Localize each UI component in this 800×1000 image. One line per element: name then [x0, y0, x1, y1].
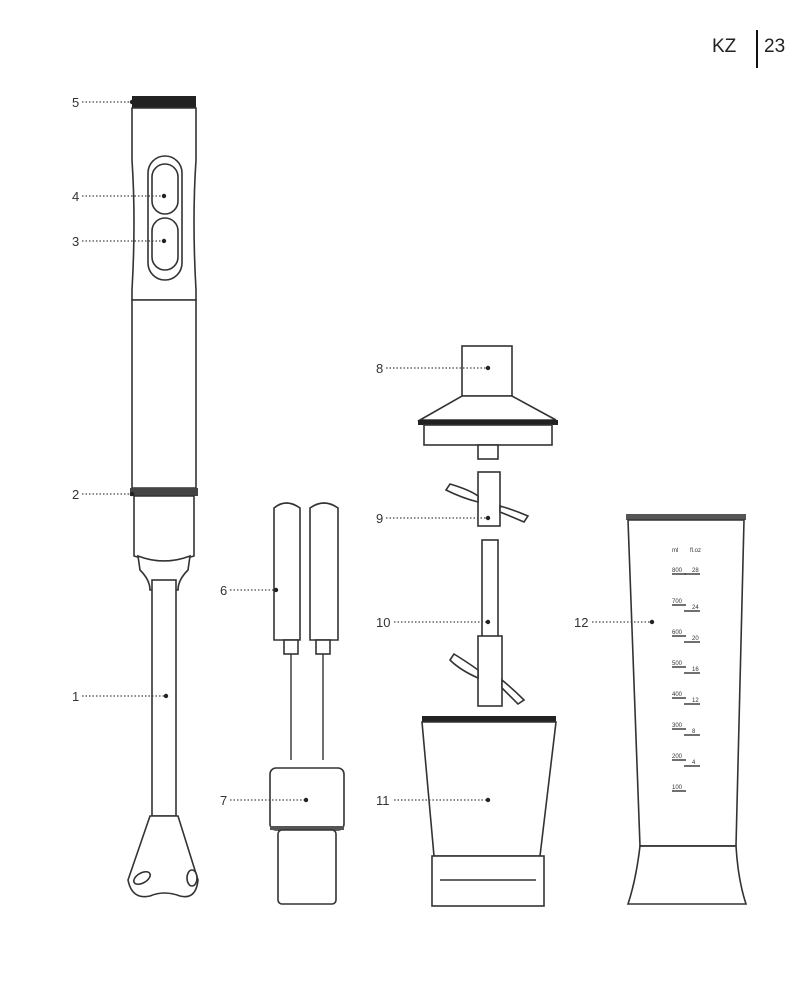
turbo-button-3: [151, 217, 179, 271]
callout-10: 10: [376, 615, 390, 630]
oz-mark: 4: [692, 760, 696, 766]
ice-crusher-blade: [448, 539, 526, 707]
ml-mark: 100: [672, 785, 683, 791]
callout-12: 12: [574, 615, 588, 630]
blender-shaft: [127, 579, 199, 898]
measuring-beaker: ml fl.oz 800 700 600 500 400 300 200 100 28 24 20 1…: [626, 514, 748, 905]
whisk-gearbox: [269, 767, 345, 905]
callout-7: 7: [220, 793, 227, 808]
whisk-attachments: [273, 502, 339, 760]
callout-dot: [273, 587, 279, 593]
unit-oz: fl.oz: [690, 548, 701, 554]
ml-mark: 800: [672, 568, 683, 574]
callout-6: 6: [220, 583, 227, 598]
ml-mark: 600: [672, 630, 683, 636]
top-cap: [132, 96, 196, 108]
callout-dot: [485, 515, 491, 521]
oz-mark: 12: [692, 698, 699, 704]
ml-mark: 300: [672, 723, 683, 729]
oz-mark: 8: [692, 729, 696, 735]
callout-dot: [485, 365, 491, 371]
callout-dot: [485, 797, 491, 803]
unit-ml: ml: [672, 548, 678, 554]
callout-11: 11: [376, 793, 390, 808]
ml-mark: 700: [672, 599, 683, 605]
callout-dot: [129, 491, 135, 497]
callout-dot: [163, 693, 169, 699]
callout-dot: [161, 238, 167, 244]
oz-mark: 20: [692, 636, 699, 642]
language-code: KZ: [712, 36, 737, 57]
ml-mark: 400: [672, 692, 683, 698]
callout-dot: [161, 193, 167, 199]
callout-8: 8: [376, 361, 383, 376]
oz-mark: 24: [692, 605, 699, 611]
callout-dot: [303, 797, 309, 803]
release-ring: [130, 488, 198, 496]
callout-1: 1: [72, 689, 79, 704]
callout-9: 9: [376, 511, 383, 526]
callout-3: 3: [72, 234, 79, 249]
ml-mark: 200: [672, 754, 683, 760]
callout-dot: [649, 619, 655, 625]
callout-dot: [129, 99, 135, 105]
oz-mark: 16: [692, 667, 699, 673]
callout-2: 2: [72, 487, 79, 502]
chopper-bowl: [421, 716, 557, 907]
divider: [756, 30, 758, 68]
chopper-blade: [444, 471, 530, 527]
oz-mark: 28: [692, 568, 699, 574]
ml-mark: 500: [672, 661, 683, 667]
callout-5: 5: [72, 95, 79, 110]
page-number: 23: [764, 36, 786, 57]
chopper-lid: [416, 345, 558, 460]
speed-button-4: [151, 163, 179, 215]
callout-dot: [485, 619, 491, 625]
callout-4: 4: [72, 189, 79, 204]
motor-unit: [130, 96, 198, 591]
